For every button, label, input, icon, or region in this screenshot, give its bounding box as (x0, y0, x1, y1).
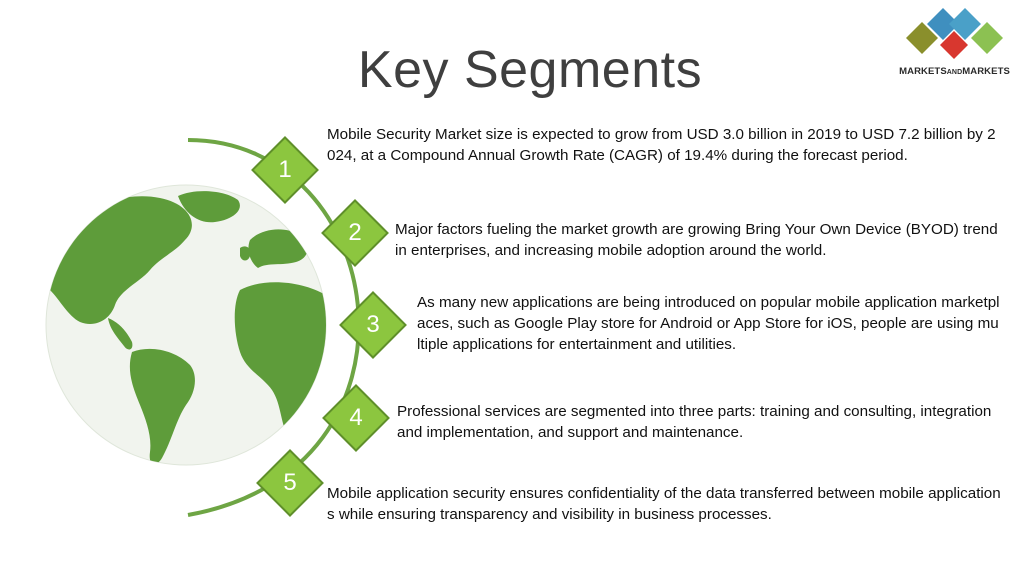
badge-4-number: 4 (349, 404, 363, 431)
badge-2-diamond (321, 199, 389, 267)
badge-5-number: 5 (283, 469, 297, 496)
badge-4-diamond (322, 384, 390, 452)
point-3-text: As many new applications are being intro… (417, 294, 1000, 353)
badge-5-diamond (256, 449, 324, 517)
brand-name: MARKETSANDMARKETS (899, 66, 1010, 77)
point-4-text: Professional services are segmented into… (397, 403, 992, 441)
badge-3-diamond (339, 291, 407, 359)
globe-icon (45, 184, 327, 466)
point-2-text: Major factors fueling the market growth … (395, 221, 998, 259)
logo-diamonds-icon (906, 8, 1003, 59)
badge-2-number: 2 (348, 219, 362, 246)
point-1-text: Mobile Security Market size is expected … (327, 126, 996, 164)
point-5-text: Mobile application security ensures conf… (327, 485, 1001, 523)
slide-title: Key Segments (357, 41, 703, 99)
badge-1-number: 1 (278, 156, 292, 183)
brand-logo: MARKETSANDMARKETS (885, 6, 1024, 86)
badge-1-diamond (251, 136, 319, 204)
badge-3-number: 3 (366, 311, 380, 338)
